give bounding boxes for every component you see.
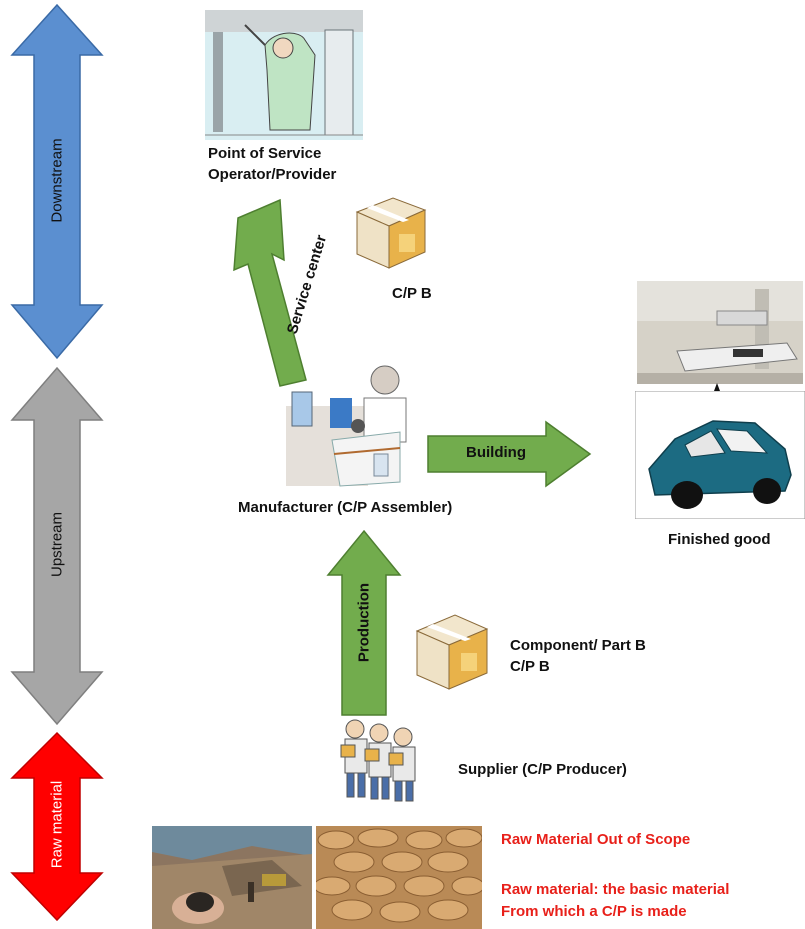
- finished-good-label: Finished good: [668, 531, 771, 548]
- small-up-arrow: [714, 383, 720, 391]
- xray-machine-image: [637, 281, 803, 384]
- building-label: Building: [466, 444, 526, 461]
- upstream-arrow: [10, 366, 104, 726]
- definition-line2: From which a C/P is made: [501, 903, 687, 920]
- cp-b-top-label: C/P B: [392, 285, 432, 302]
- point-of-service-line2: Operator/Provider: [208, 166, 337, 183]
- supplier-workers-illustration: [340, 719, 416, 802]
- supplier-label: Supplier (C/P Producer): [458, 761, 627, 778]
- raw-material-arrow: [10, 731, 104, 922]
- definition-line1: Raw material: the basic material: [501, 881, 730, 898]
- manufacturer-label: Manufacturer (C/P Assembler): [238, 499, 453, 516]
- building-arrow: [427, 420, 592, 488]
- component-box-icon: [415, 614, 489, 690]
- component-line1: Component/ Part B: [510, 637, 646, 654]
- manufacturer-illustration: [286, 365, 407, 487]
- car-image: [635, 391, 805, 519]
- downstream-arrow: [10, 3, 104, 360]
- peanuts-photo: [316, 826, 482, 929]
- stage-arrows: [10, 3, 104, 922]
- box-icon: [355, 197, 427, 269]
- out-of-scope-note: Raw Material Out of Scope: [501, 831, 691, 848]
- upstream-label: Upstream: [48, 511, 66, 578]
- component-line2: C/P B: [510, 658, 550, 675]
- mining-photo: [152, 826, 312, 929]
- production-arrow: [326, 529, 402, 716]
- downstream-label: Downstream: [48, 138, 66, 223]
- service-center-arrow: [233, 198, 307, 387]
- production-label: Production: [355, 582, 373, 663]
- point-of-service-line1: Point of Service: [208, 145, 322, 162]
- raw-material-label: Raw material: [48, 780, 66, 869]
- service-technician-illustration: [205, 10, 363, 140]
